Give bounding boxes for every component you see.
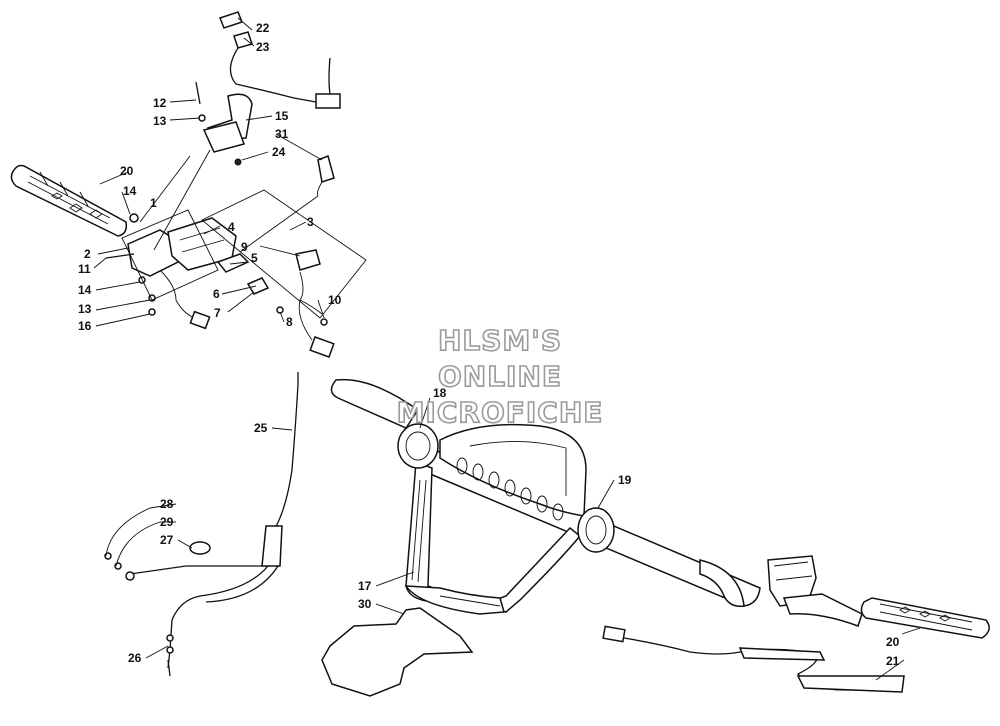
callout-4: 4 [228, 220, 235, 234]
callout-31: 31 [275, 127, 289, 141]
watermark: HLSM'S ONLINE MICROFICHE [396, 323, 604, 430]
callout-9: 9 [241, 240, 248, 254]
callout-30: 30 [358, 597, 372, 611]
callout-27: 27 [160, 533, 174, 547]
callout-14-upper: 14 [123, 184, 137, 198]
callout-10: 10 [328, 293, 342, 307]
callout-6: 6 [213, 287, 220, 301]
watermark-line-2: ONLINE [438, 360, 562, 393]
right-grip [860, 597, 990, 639]
left-grip [10, 164, 128, 237]
choke-cable [104, 372, 299, 677]
bar-pad [321, 607, 474, 697]
callout-13-lower: 13 [78, 302, 92, 316]
callout-19: 19 [618, 473, 632, 487]
assembly-outline [121, 189, 367, 319]
callout-14-lower: 14 [78, 283, 92, 297]
callout-15: 15 [275, 109, 289, 123]
lever-bracket [139, 81, 253, 251]
callout-26: 26 [128, 651, 142, 665]
callout-20-left: 20 [120, 164, 134, 178]
watermark-line-3: MICROFICHE [397, 396, 604, 429]
callout-3: 3 [307, 215, 314, 229]
leader-lines [93, 17, 921, 681]
callout-25: 25 [254, 421, 268, 435]
callout-13-upper: 13 [153, 114, 167, 128]
callout-29: 29 [160, 515, 174, 529]
callout-24: 24 [272, 145, 286, 159]
watermark-line-1: HLSM'S [438, 324, 562, 357]
switch-housing [105, 213, 335, 358]
callout-11: 11 [78, 262, 91, 276]
connector-31 [239, 154, 335, 253]
callout-18: 18 [433, 386, 447, 400]
handlebar [330, 378, 761, 615]
callout-21: 21 [886, 654, 900, 668]
heat-harness [602, 625, 905, 693]
callout-8: 8 [286, 315, 293, 329]
callout-7: 7 [214, 306, 221, 320]
callout-17: 17 [358, 579, 372, 593]
callout-5: 5 [251, 251, 258, 265]
callout-28: 28 [160, 497, 174, 511]
callout-23: 23 [256, 40, 270, 54]
callout-22: 22 [256, 21, 270, 35]
callout-20-right: 20 [886, 635, 900, 649]
callout-2: 2 [84, 247, 91, 261]
callout-1: 1 [150, 196, 157, 210]
callout-16: 16 [78, 319, 92, 333]
brake-master-cylinder [767, 555, 863, 627]
callout-12: 12 [153, 96, 167, 110]
callout-labels: 22 23 12 13 15 31 24 20 14 1 4 3 2 11 9 … [78, 21, 900, 668]
